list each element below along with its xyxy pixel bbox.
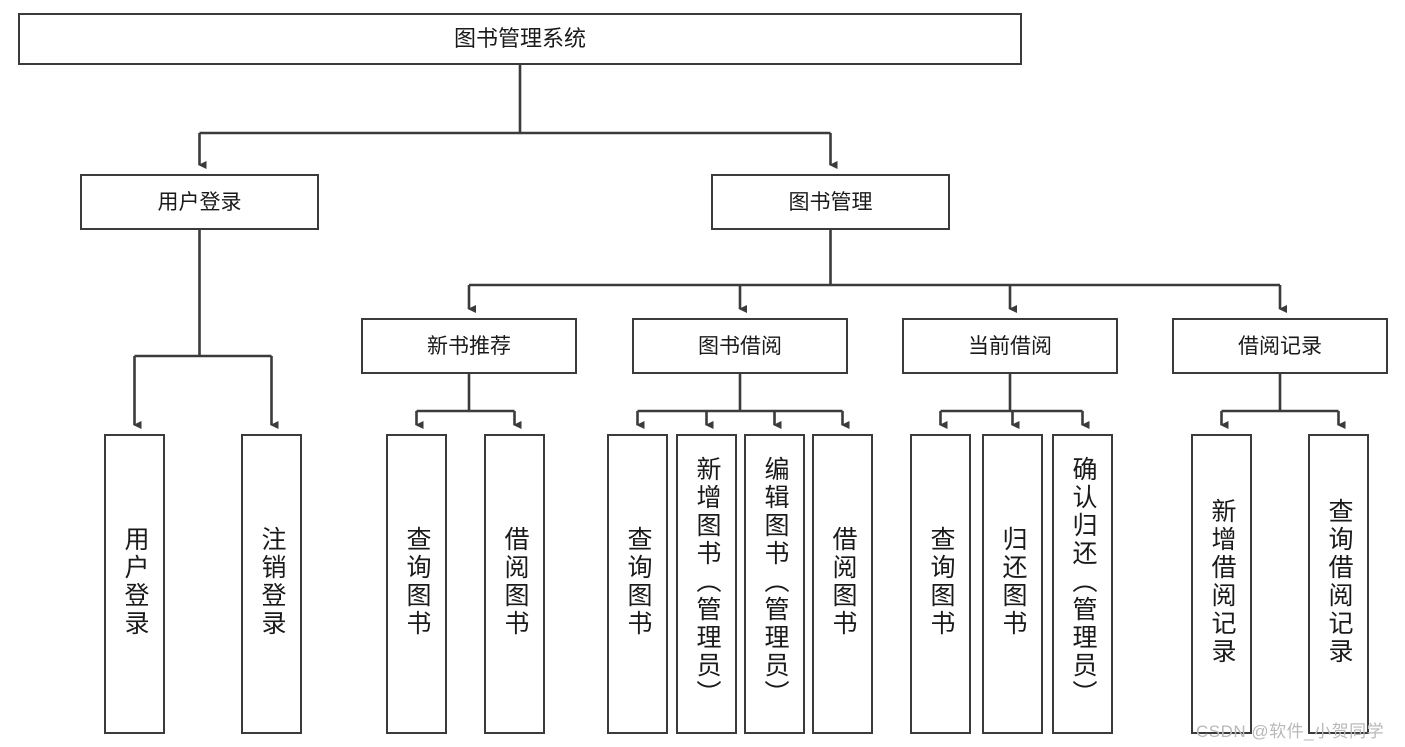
node-current-borrow-label: 当前借阅 — [968, 334, 1052, 358]
node-leaf-borrow-book-2-label: 借阅图书 — [829, 526, 857, 638]
node-book-borrow[interactable]: 图书借阅 — [632, 318, 848, 374]
node-user-login-label: 用户登录 — [157, 190, 242, 214]
node-leaf-query-book-3[interactable]: 查询图书 — [910, 434, 971, 734]
csdn-watermark: CSDN @软件_小贺同学 — [1196, 722, 1385, 741]
node-book-manage-label: 图书管理 — [788, 190, 873, 214]
node-user-login[interactable]: 用户登录 — [80, 174, 319, 230]
node-book-borrow-label: 图书借阅 — [698, 334, 782, 358]
node-new-book-rec-label: 新书推荐 — [427, 334, 511, 358]
node-leaf-add-book[interactable]: 新增图书（管理员） — [676, 434, 737, 734]
node-leaf-user-logout-label: 注销登录 — [258, 526, 286, 638]
node-leaf-add-book-label: 新增图书（管理员） — [693, 456, 721, 708]
node-leaf-query-book-1-label: 查询图书 — [403, 526, 431, 638]
node-leaf-query-record-label: 查询借阅记录 — [1325, 498, 1353, 666]
node-borrow-record-label: 借阅记录 — [1238, 334, 1322, 358]
node-leaf-edit-book-label: 编辑图书（管理员） — [761, 456, 789, 708]
node-borrow-record[interactable]: 借阅记录 — [1172, 318, 1388, 374]
node-current-borrow[interactable]: 当前借阅 — [902, 318, 1118, 374]
node-root[interactable]: 图书管理系统 — [18, 13, 1022, 65]
node-leaf-user-logout[interactable]: 注销登录 — [241, 434, 302, 734]
node-leaf-return-book[interactable]: 归还图书 — [982, 434, 1043, 734]
node-leaf-add-record-label: 新增借阅记录 — [1208, 498, 1236, 666]
node-leaf-return-book-label: 归还图书 — [999, 526, 1027, 638]
node-leaf-user-login-label: 用户登录 — [121, 526, 149, 638]
node-root-label: 图书管理系统 — [453, 26, 586, 51]
node-leaf-query-book-1[interactable]: 查询图书 — [386, 434, 447, 734]
node-leaf-borrow-book-1[interactable]: 借阅图书 — [484, 434, 545, 734]
node-leaf-user-login[interactable]: 用户登录 — [104, 434, 165, 734]
node-leaf-edit-book[interactable]: 编辑图书（管理员） — [744, 434, 805, 734]
node-new-book-rec[interactable]: 新书推荐 — [361, 318, 577, 374]
node-leaf-query-book-2[interactable]: 查询图书 — [607, 434, 668, 734]
node-leaf-add-record[interactable]: 新增借阅记录 — [1191, 434, 1252, 734]
node-leaf-query-book-3-label: 查询图书 — [927, 526, 955, 638]
node-leaf-query-book-2-label: 查询图书 — [624, 526, 652, 638]
node-book-manage[interactable]: 图书管理 — [711, 174, 950, 230]
node-leaf-borrow-book-2[interactable]: 借阅图书 — [812, 434, 873, 734]
node-leaf-confirm-return[interactable]: 确认归还（管理员） — [1052, 434, 1113, 734]
node-leaf-confirm-return-label: 确认归还（管理员） — [1069, 456, 1097, 708]
node-leaf-borrow-book-1-label: 借阅图书 — [501, 526, 529, 638]
node-leaf-query-record[interactable]: 查询借阅记录 — [1308, 434, 1369, 734]
